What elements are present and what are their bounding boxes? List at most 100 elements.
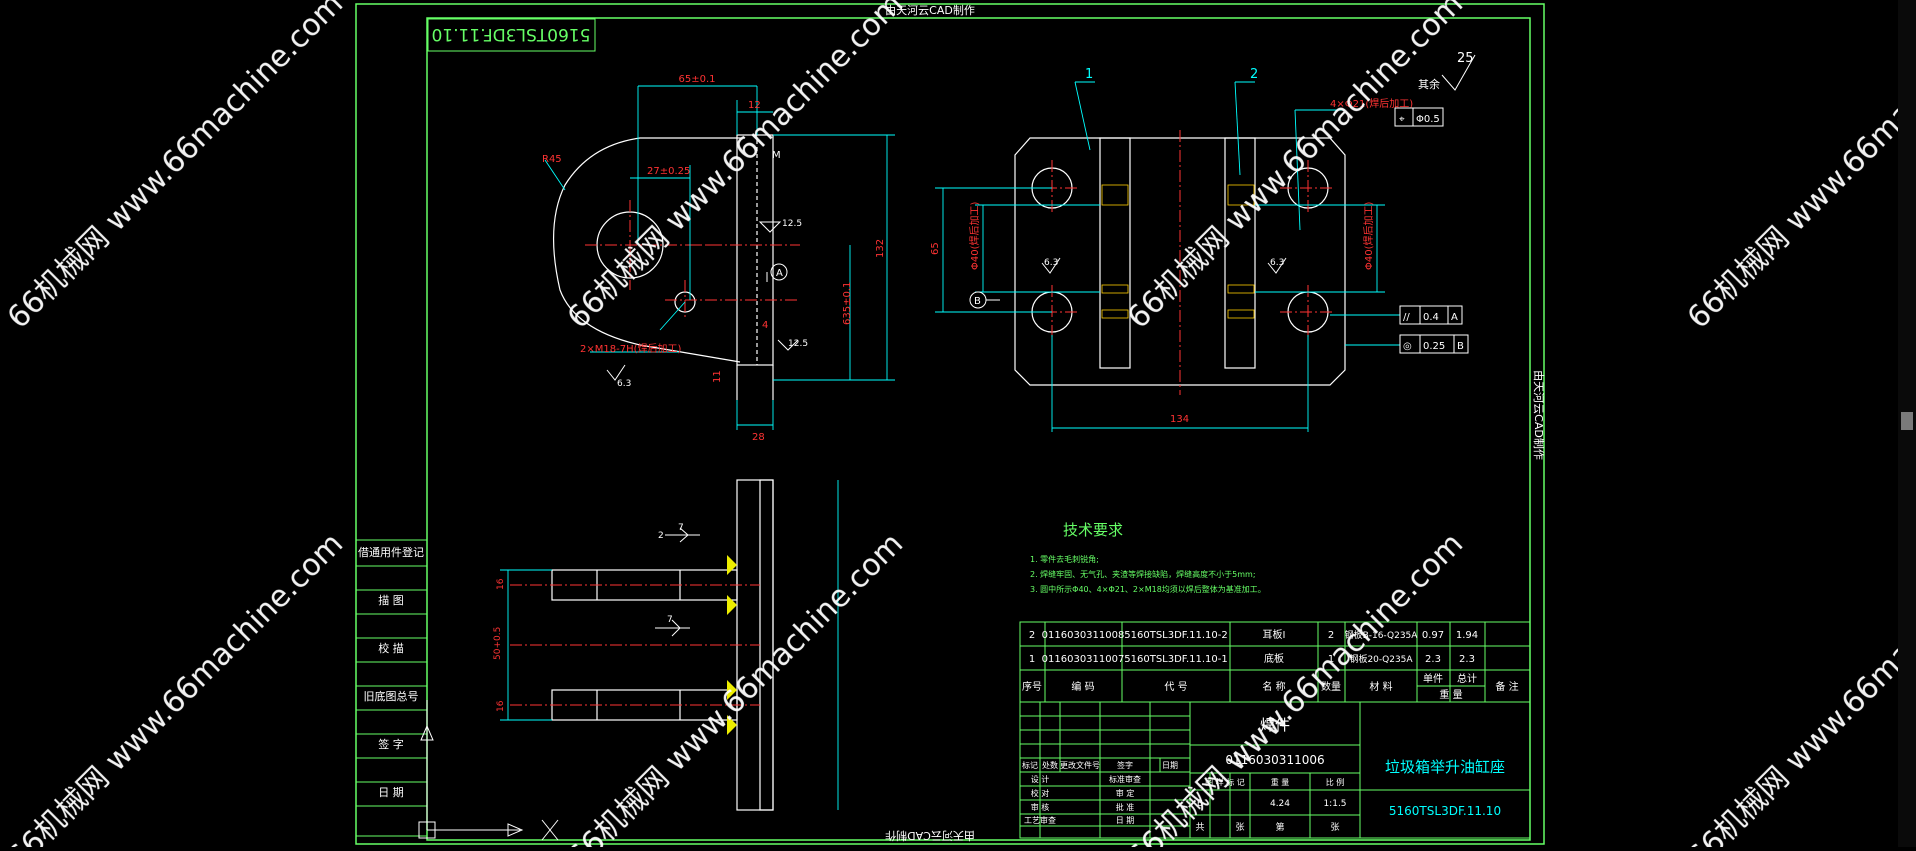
datum-a-label: A — [776, 268, 783, 279]
svg-text:单件: 单件 — [1423, 673, 1443, 685]
svg-text:日 期: 日 期 — [378, 786, 404, 799]
top-view-dimensions — [935, 81, 1400, 432]
title-stage-headers: 图 样 标 记 重 量 比 例 — [1205, 777, 1344, 787]
scrollbar-thumb[interactable] — [1901, 412, 1913, 430]
svg-text:图 样 标 记: 图 样 标 记 — [1205, 777, 1245, 787]
svg-text:数量: 数量 — [1321, 680, 1341, 693]
svg-text:0116030311008: 0116030311008 — [1042, 630, 1125, 641]
svg-text:序号: 序号 — [1022, 680, 1042, 693]
dim-16-top: 16 — [496, 578, 506, 590]
position-symbol: ⌖ — [1399, 114, 1405, 125]
svg-text:5160TSL3DF.11.10-1: 5160TSL3DF.11.10-1 — [1124, 654, 1227, 665]
tech-req-3: 3. 圆中所示Φ40、4×Φ21、2×M18均须以焊后整体为基准加工。 — [1030, 584, 1266, 594]
lower-view-dim-texts: 16 50+0.5 16 — [493, 578, 506, 712]
datum-b-label: B — [974, 296, 981, 307]
svg-text:处数: 处数 — [1042, 760, 1058, 770]
svg-text:日期: 日期 — [1162, 761, 1178, 770]
dim-m: M — [772, 150, 781, 161]
rough-12-5-a: 12.5 — [782, 219, 802, 229]
svg-text:校 描: 校 描 — [378, 641, 404, 655]
datum-b-symbol — [969, 291, 1000, 309]
weld-2: 2 — [658, 531, 664, 541]
roughness-6-3-c — [1267, 257, 1287, 274]
side-view-center-lines — [585, 200, 800, 320]
title-drawing-number: 5160TSL3DF.11.10 — [1389, 804, 1501, 818]
svg-text:2: 2 — [1250, 67, 1258, 82]
side-view-dimensions — [544, 85, 895, 430]
svg-text:描 图: 描 图 — [378, 593, 404, 607]
svg-text:日 期: 日 期 — [1116, 816, 1135, 825]
drawing-number-box — [427, 18, 596, 52]
drawing-number-rotated: 5160TSL3DF.11.10 — [432, 24, 591, 44]
dim-16-bottom: 16 — [496, 700, 506, 712]
datum-a-symbol — [766, 263, 788, 282]
parallelism-value: 0.4 — [1423, 312, 1439, 323]
dim-thread: 2×M18-7H(焊后加工) — [580, 343, 681, 355]
svg-text:借通用件登记: 借通用件登记 — [358, 545, 424, 559]
weld-7-a: 7 — [678, 523, 684, 533]
concentricity-frame — [1399, 334, 1469, 354]
side-table — [355, 539, 428, 837]
watermark-3: 66机械网 www.66machine.com — [1121, 0, 1470, 336]
rough-6-3-b: 6.3 — [1044, 258, 1058, 268]
title-strip-side: 由天河云CAD制作 — [1532, 370, 1546, 460]
svg-text:设 计: 设 计 — [1031, 774, 1050, 784]
svg-text:备 注: 备 注 — [1495, 680, 1518, 693]
title-category: 焊件 — [1260, 716, 1290, 734]
vertical-scrollbar[interactable] — [1898, 0, 1916, 847]
position-tolerance-value: Φ0.5 — [1416, 114, 1440, 125]
title-strip-top: 由天河云CAD制作 — [885, 3, 975, 17]
dim-12: 12 — [748, 100, 761, 111]
svg-text:审 定: 审 定 — [1116, 788, 1135, 798]
top-view-hatch — [1101, 184, 1255, 319]
dim-11: 11 — [712, 370, 723, 383]
svg-text:重 量: 重 量 — [1439, 688, 1462, 701]
svg-text:共: 共 — [1195, 822, 1204, 833]
position-tolerance-frame — [1394, 107, 1444, 127]
svg-text:钢板B-16-Q235A: 钢板B-16-Q235A — [1345, 629, 1419, 641]
title-strip-bottom: 由天河云CAD制作 — [885, 829, 975, 843]
rough-6-3-c: 6.3 — [1270, 258, 1284, 268]
svg-text:编 码: 编 码 — [1071, 680, 1094, 693]
dim-r45: R45 — [542, 154, 562, 165]
svg-text:重 量: 重 量 — [1271, 777, 1290, 787]
weld-7-b: 7 — [667, 615, 673, 625]
svg-text:2: 2 — [1328, 630, 1334, 641]
title-sheet: 共 张 第 张 — [1195, 821, 1339, 833]
title-left-labels: 设 计 校 对 审 核 工艺审查 — [1024, 774, 1056, 825]
svg-text:标准审查: 标准审查 — [1109, 774, 1141, 784]
svg-text:1: 1 — [1029, 654, 1035, 665]
title-scale: 1:1.5 — [1323, 799, 1346, 809]
title-rev-headers: 标记 处数 更改文件号 签字 日期 — [1022, 760, 1178, 770]
title-part-name: 垃圾箱举升油缸座 — [1385, 758, 1505, 776]
dim-4: 4 — [762, 320, 768, 331]
svg-text:张: 张 — [1235, 822, 1244, 833]
roughness-6-3-a — [606, 364, 626, 381]
dim-phi40-right: Φ40(焊后加工) — [1363, 202, 1375, 270]
svg-text:2: 2 — [1029, 630, 1035, 641]
watermark-5: 66机械网 www.66machine.com — [1, 526, 350, 847]
side-view-ear-plate — [552, 134, 774, 400]
bom-row-2: 2 0116030311008 5160TSL3DF.11.10-2 耳板I 2… — [1029, 628, 1478, 641]
svg-text:5160TSL3DF.11.10-2: 5160TSL3DF.11.10-2 — [1124, 630, 1227, 641]
roughness-12-5-b — [777, 339, 799, 351]
svg-text:批 准: 批 准 — [1116, 802, 1135, 812]
outer-frame — [355, 3, 1545, 845]
bom-header: 序号 编 码 代 号 名 称 数量 材 料 单件 总计 重 量 备 注 — [1022, 672, 1519, 701]
svg-text:底板: 底板 — [1264, 652, 1284, 665]
rough-general-value: 25 — [1457, 51, 1474, 66]
svg-text:0.97: 0.97 — [1422, 630, 1444, 641]
svg-text:工艺审查: 工艺审查 — [1024, 815, 1056, 825]
dim-27: 27±0.25 — [647, 166, 690, 177]
lower-view-welds — [727, 555, 737, 735]
svg-text:1: 1 — [1085, 67, 1093, 82]
svg-text:名 称: 名 称 — [1262, 680, 1285, 693]
dim-132: 132 — [875, 239, 886, 258]
svg-text:比 例: 比 例 — [1326, 777, 1345, 787]
concentricity-value: 0.25 — [1423, 341, 1445, 352]
lower-view-dimensions — [500, 480, 839, 810]
svg-text:审 核: 审 核 — [1031, 802, 1050, 812]
rough-6-3-a: 6.3 — [617, 379, 631, 389]
dim-phi40-left: Φ40(焊后加工) — [969, 202, 981, 270]
